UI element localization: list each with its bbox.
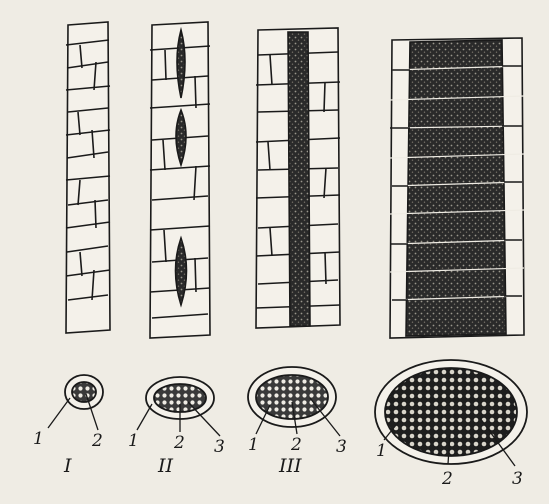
numeral-II: II bbox=[157, 455, 174, 477]
callout-IV-1: 1 bbox=[376, 441, 387, 461]
callout-IV-2: 2 bbox=[441, 469, 453, 489]
callout-III-3: 3 bbox=[336, 437, 347, 457]
callout-III-2: 2 bbox=[290, 435, 302, 455]
callout-I-2: 2 bbox=[91, 431, 103, 451]
strand-I bbox=[66, 22, 110, 333]
cross-section-III bbox=[248, 367, 336, 427]
callout-IV-3: 3 bbox=[512, 469, 523, 489]
callout-III-1: 1 bbox=[248, 435, 259, 455]
callout-II-3: 3 bbox=[214, 437, 225, 457]
cross-section-IV bbox=[375, 360, 527, 464]
numeral-III: III bbox=[278, 455, 302, 477]
roman-numerals: I II III bbox=[63, 455, 302, 477]
callout-II-1: 1 bbox=[128, 431, 139, 451]
cross-section-I bbox=[65, 375, 103, 409]
callout-II-2: 2 bbox=[173, 433, 185, 453]
strand-III bbox=[256, 28, 340, 328]
strand-IV bbox=[390, 38, 524, 338]
callout-I-1: 1 bbox=[33, 429, 44, 449]
numeral-I: I bbox=[63, 455, 72, 477]
strand-II bbox=[150, 22, 210, 338]
